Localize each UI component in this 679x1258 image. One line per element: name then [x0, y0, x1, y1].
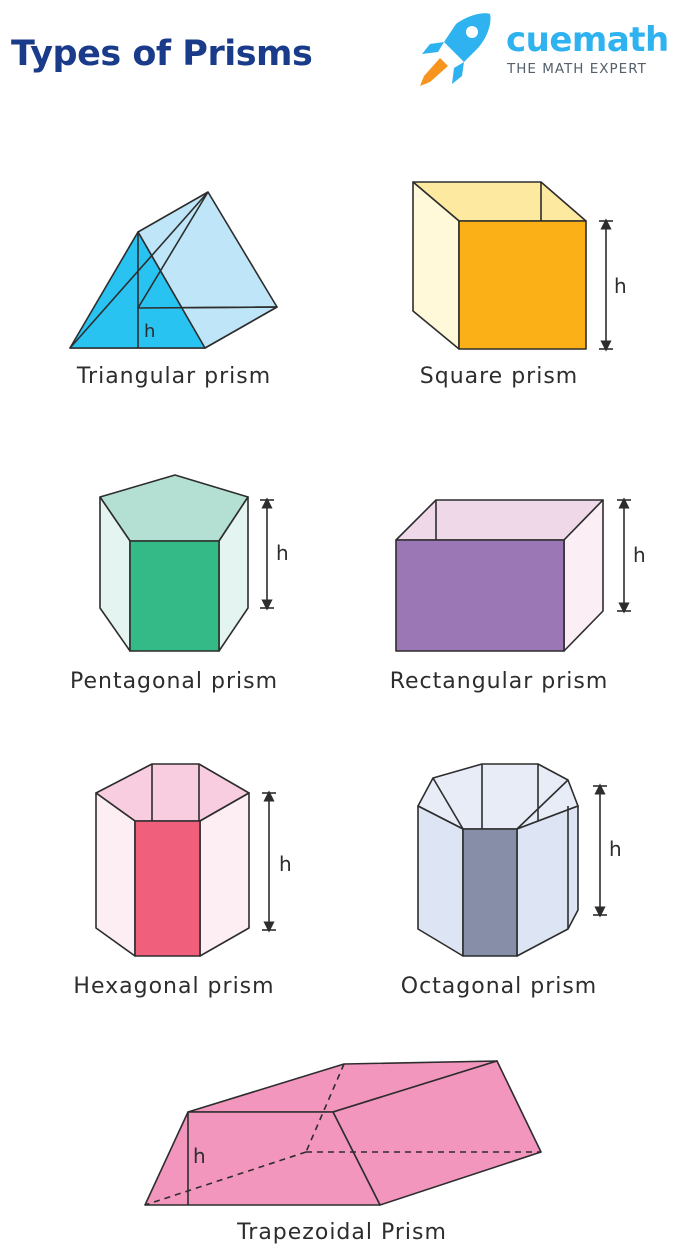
pentagonal-prism-label: Pentagonal prism	[69, 669, 279, 694]
logo-tagline: THE MATH EXPERT	[507, 61, 647, 77]
page-title: Types of Prisms	[11, 34, 313, 74]
hexagonal-prism-figure: h	[95, 763, 292, 957]
logo-wordmark: cuemath	[506, 20, 669, 60]
octagonal-height-label: h	[609, 837, 622, 861]
trapezoidal-height-label: h	[193, 1144, 206, 1168]
pentagonal-height-label: h	[276, 541, 289, 565]
trapezoidal-prism-figure: h	[144, 1060, 542, 1206]
rectangular-prism-figure: h	[395, 497, 646, 652]
cuemath-logo: cuemath THE MATH EXPERT	[416, 10, 676, 90]
pentagonal-prism-figure: h	[99, 474, 289, 652]
hexagonal-prism-label: Hexagonal prism	[73, 974, 275, 999]
square-prism-label: Square prism	[419, 364, 579, 389]
triangular-prism-figure: h	[69, 191, 278, 349]
rocket-icon	[420, 13, 491, 86]
square-height-label: h	[614, 274, 627, 298]
triangular-height-label: h	[144, 321, 155, 342]
hexagonal-height-label: h	[279, 852, 292, 876]
octagonal-prism-label: Octagonal prism	[400, 974, 598, 999]
triangular-prism-label: Triangular prism	[76, 364, 272, 389]
square-prism-figure: h	[412, 181, 627, 352]
rectangular-prism-label: Rectangular prism	[389, 669, 609, 694]
octagonal-prism-figure: h	[417, 763, 622, 957]
rectangular-height-label: h	[633, 543, 646, 567]
trapezoidal-prism-label: Trapezoidal Prism	[237, 1220, 447, 1245]
